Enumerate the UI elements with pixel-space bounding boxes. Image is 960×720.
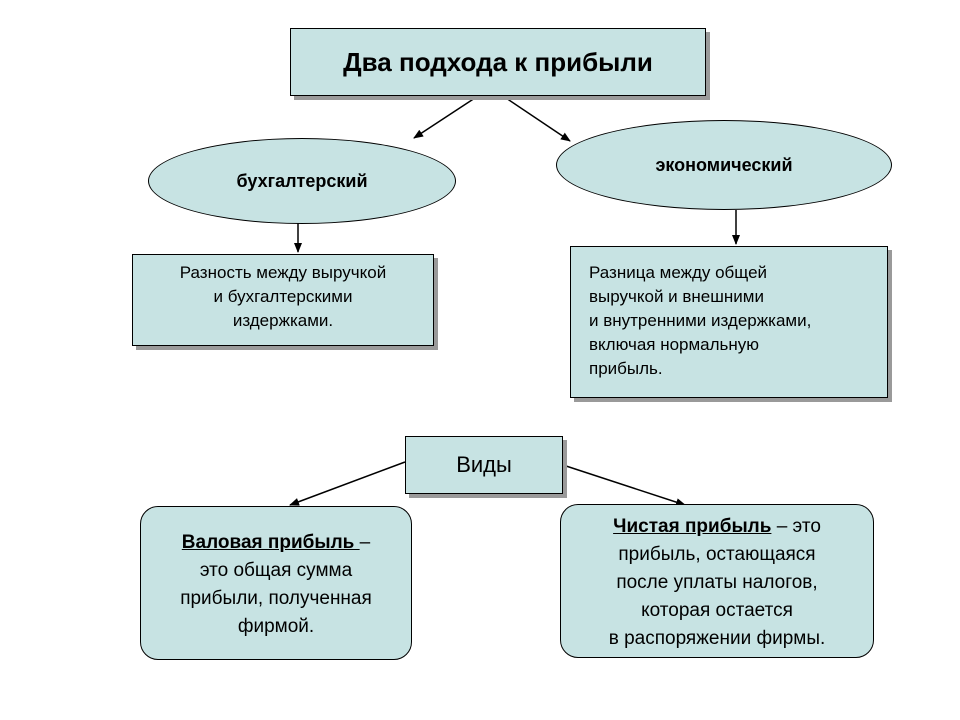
arrow-title-to-economic [502, 95, 571, 142]
economic-definition-line: и внутренними издержками, [589, 311, 812, 330]
net-profit-heading-line: Чистая прибыль – это [561, 513, 873, 541]
accounting-definition-line: Разность между выручкой [179, 263, 387, 282]
economic-definition-line: прибыль. [589, 359, 663, 378]
gross-profit-line: это общая сумма [199, 560, 353, 581]
gross-profit-dash: – [359, 532, 371, 553]
net-profit-line: в распоряжении фирмы. [608, 628, 826, 649]
types-box: Виды [405, 436, 563, 494]
net-profit-term: Чистая прибыль [613, 516, 772, 537]
diagram-title-box: Два подхода к прибыли [290, 28, 706, 96]
accounting-definition-box: Разность между выручкой и бухгалтерскими… [132, 254, 434, 346]
net-profit-line: прибыль, остающаяся [618, 544, 816, 565]
net-profit-card: Чистая прибыль – это прибыль, остающаяся… [560, 504, 874, 658]
net-profit-line: после уплаты налогов, [616, 572, 818, 593]
gross-profit-line: прибыли, полученная [180, 588, 372, 609]
types-label: Виды [456, 452, 512, 477]
accounting-definition-line: и бухгалтерскими [213, 287, 353, 306]
gross-profit-card: Валовая прибыль – это общая сумма прибыл… [140, 506, 412, 660]
economic-definition-line: Разница между общей [589, 263, 768, 282]
arrow-types-to-gross [289, 461, 406, 506]
arrow-title-to-accounting [413, 95, 479, 139]
gross-profit-line: фирмой. [237, 616, 315, 637]
gross-profit-heading-line: Валовая прибыль – [141, 529, 411, 557]
economic-approach-ellipse: экономический [556, 120, 892, 210]
arrow-types-to-net [562, 464, 686, 506]
net-profit-line: которая остается [641, 600, 793, 621]
economic-definition-line: включая нормальную [589, 335, 760, 354]
accounting-approach-ellipse: бухгалтерский [148, 138, 456, 224]
gross-profit-term: Валовая прибыль [181, 532, 360, 553]
economic-approach-label: экономический [655, 154, 793, 175]
net-profit-dash: – это [771, 516, 821, 537]
diagram-title: Два подхода к прибыли [343, 46, 653, 77]
economic-definition-line: выручкой и внешними [589, 287, 764, 306]
accounting-approach-label: бухгалтерский [236, 170, 368, 191]
accounting-definition-line: издержками. [232, 311, 334, 330]
economic-definition-box: Разница между общей выручкой и внешними … [570, 246, 888, 398]
